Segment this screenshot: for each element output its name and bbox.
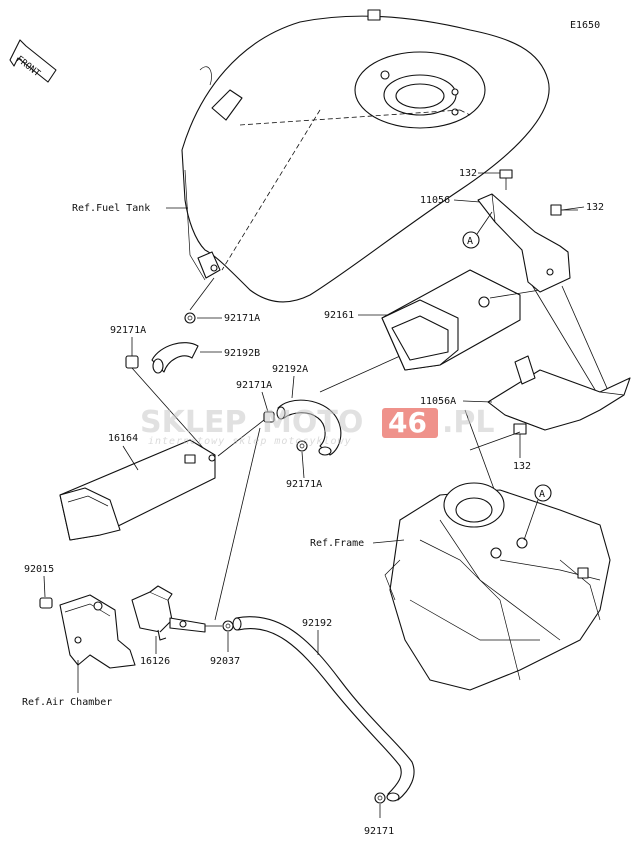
watermark: SKLEP MOTO 46 .PL internetowy sklep moto… [140, 405, 495, 447]
cover-92161 [381, 269, 521, 371]
hose-92192 [232, 616, 415, 802]
clip-92171 [374, 792, 386, 804]
label-92161: 92161 [324, 310, 354, 321]
label-92192: 92192 [302, 618, 332, 629]
clip-92171a-upper [184, 312, 196, 324]
watermark-number: 46 [388, 406, 427, 439]
valve-16126 [131, 585, 206, 641]
frame [384, 482, 611, 691]
label-ref-fuel-tank: Ref.Fuel Tank [72, 203, 150, 214]
label-92192a: 92192A [272, 364, 308, 375]
bolt-132-top [499, 169, 513, 190]
diagram-code: E1650 [570, 20, 600, 31]
nut-92015 [39, 597, 53, 609]
bracket-11056a [487, 355, 631, 431]
label-11056a: 11056A [420, 396, 456, 407]
clip-92171a-middle [263, 411, 275, 423]
watermark-number-badge [382, 408, 438, 438]
label-92037: 92037 [210, 656, 240, 667]
label-92171: 92171 [364, 826, 394, 837]
hose-92192b [151, 342, 199, 374]
fuel-tank [181, 9, 550, 303]
canister-16164 [59, 439, 216, 541]
clip-92171a-lower [296, 440, 308, 452]
label-132-b: 132 [586, 202, 604, 213]
bracket-11056 [477, 193, 571, 293]
label-16126: 16126 [140, 656, 170, 667]
ref-a-2-text: A [539, 489, 545, 500]
label-16164: 16164 [108, 433, 138, 444]
label-ref-frame: Ref.Frame [310, 538, 364, 549]
watermark-moto: MOTO [262, 405, 363, 440]
watermark-sklep: SKLEP [140, 405, 246, 440]
bolt-132-lower [513, 423, 527, 448]
reference-a-marker-lower: A [534, 484, 552, 502]
label-92192b: 92192B [224, 348, 260, 359]
label-132-a: 132 [459, 168, 477, 179]
label-92171a-2: 92171A [110, 325, 146, 336]
watermark-tagline: internetowy sklep motocyklowy [148, 436, 352, 447]
label-92171a-4: 92171A [286, 479, 322, 490]
clamp-92037 [222, 620, 234, 632]
label-92171a-3: 92171A [236, 380, 272, 391]
label-92015: 92015 [24, 564, 54, 575]
front-arrow-icon: FRONT [9, 39, 57, 83]
label-92171a-1: 92171A [224, 313, 260, 324]
fitting-92171a-left [125, 355, 139, 369]
hose-92192a [276, 399, 342, 456]
label-132-c: 132 [513, 461, 531, 472]
label-11056: 11056 [420, 195, 450, 206]
air-chamber-bracket [59, 594, 136, 669]
ref-a-1-text: A [467, 236, 473, 247]
reference-a-marker-upper: A [462, 231, 480, 249]
label-ref-air-chamber: Ref.Air Chamber [22, 697, 112, 708]
watermark-tld: .PL [442, 405, 495, 440]
